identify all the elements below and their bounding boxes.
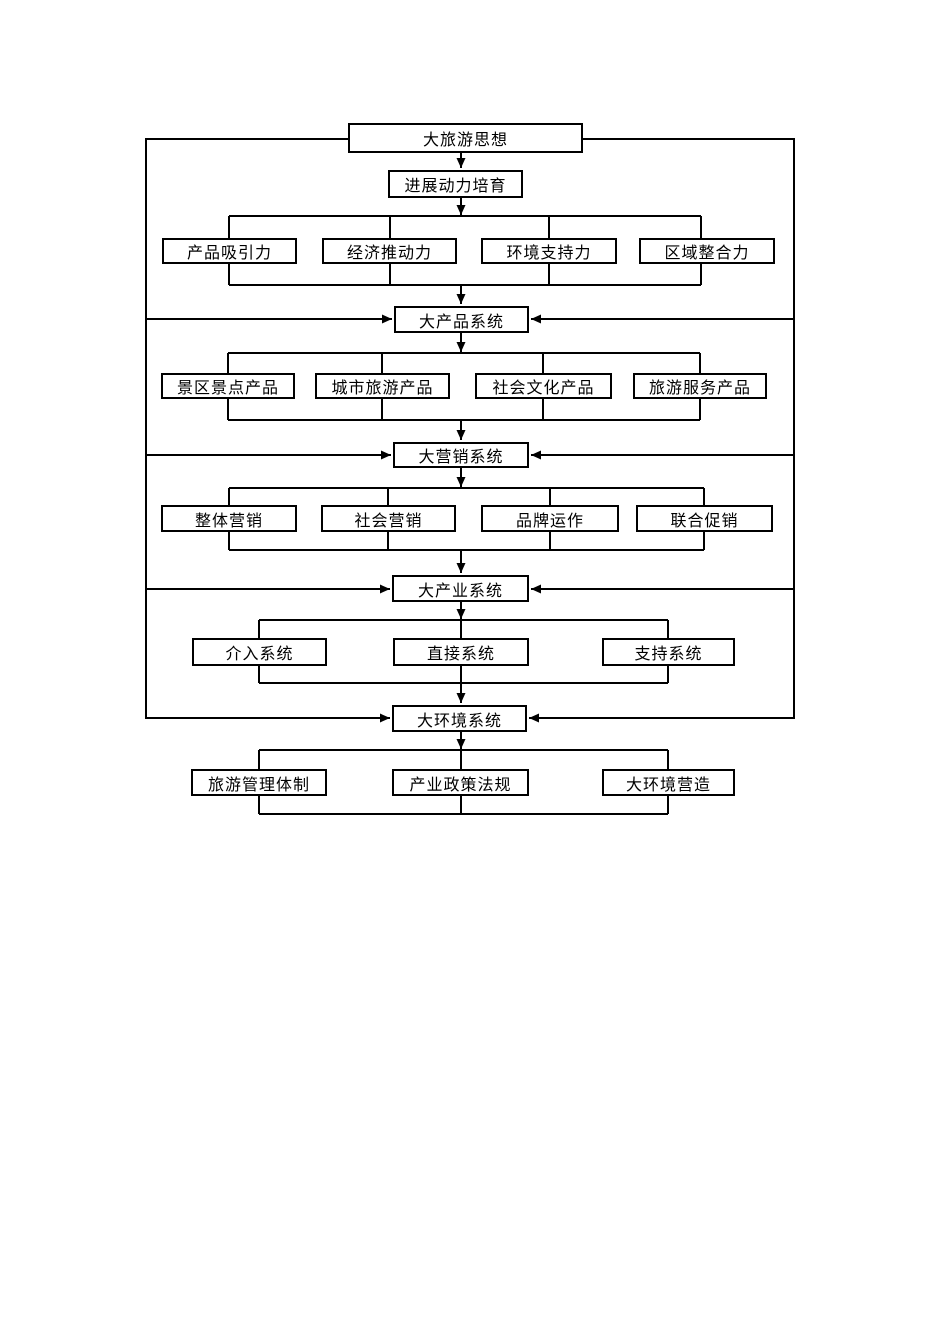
node-joint-promotion: 联合促销 bbox=[636, 505, 773, 532]
node-tourism-service-product: 旅游服务产品 bbox=[633, 373, 767, 399]
node-economic-drive: 经济推动力 bbox=[322, 238, 457, 264]
node-integrated-marketing: 整体营销 bbox=[161, 505, 297, 532]
node-environment-system: 大环境系统 bbox=[392, 705, 527, 732]
node-tourism-admin-structure: 旅游管理体制 bbox=[191, 769, 327, 796]
node-industry-policy-regulation: 产业政策法规 bbox=[392, 769, 529, 796]
node-marketing-system: 大营销系统 bbox=[393, 442, 529, 468]
node-support-system: 支持系统 bbox=[602, 638, 735, 666]
node-industry-system: 大产业系统 bbox=[392, 575, 529, 602]
node-environment-building: 大环境营造 bbox=[602, 769, 735, 796]
node-product-attraction: 产品吸引力 bbox=[162, 238, 297, 264]
node-urban-tourism-product: 城市旅游产品 bbox=[315, 373, 450, 399]
node-product-system: 大产品系统 bbox=[394, 306, 529, 333]
node-regional-integration: 区域整合力 bbox=[639, 238, 775, 264]
node-environment-support: 环境支持力 bbox=[481, 238, 617, 264]
node-involvement-system: 介入系统 bbox=[192, 638, 327, 666]
node-development-dynamics: 进展动力培育 bbox=[388, 170, 523, 198]
node-social-marketing: 社会营销 bbox=[321, 505, 456, 532]
node-social-culture-product: 社会文化产品 bbox=[475, 373, 612, 399]
node-direct-system: 直接系统 bbox=[393, 638, 529, 666]
node-brand-operation: 品牌运作 bbox=[481, 505, 619, 532]
node-big-tourism-concept: 大旅游思想 bbox=[348, 123, 583, 153]
node-scenic-spot-product: 景区景点产品 bbox=[161, 373, 295, 399]
